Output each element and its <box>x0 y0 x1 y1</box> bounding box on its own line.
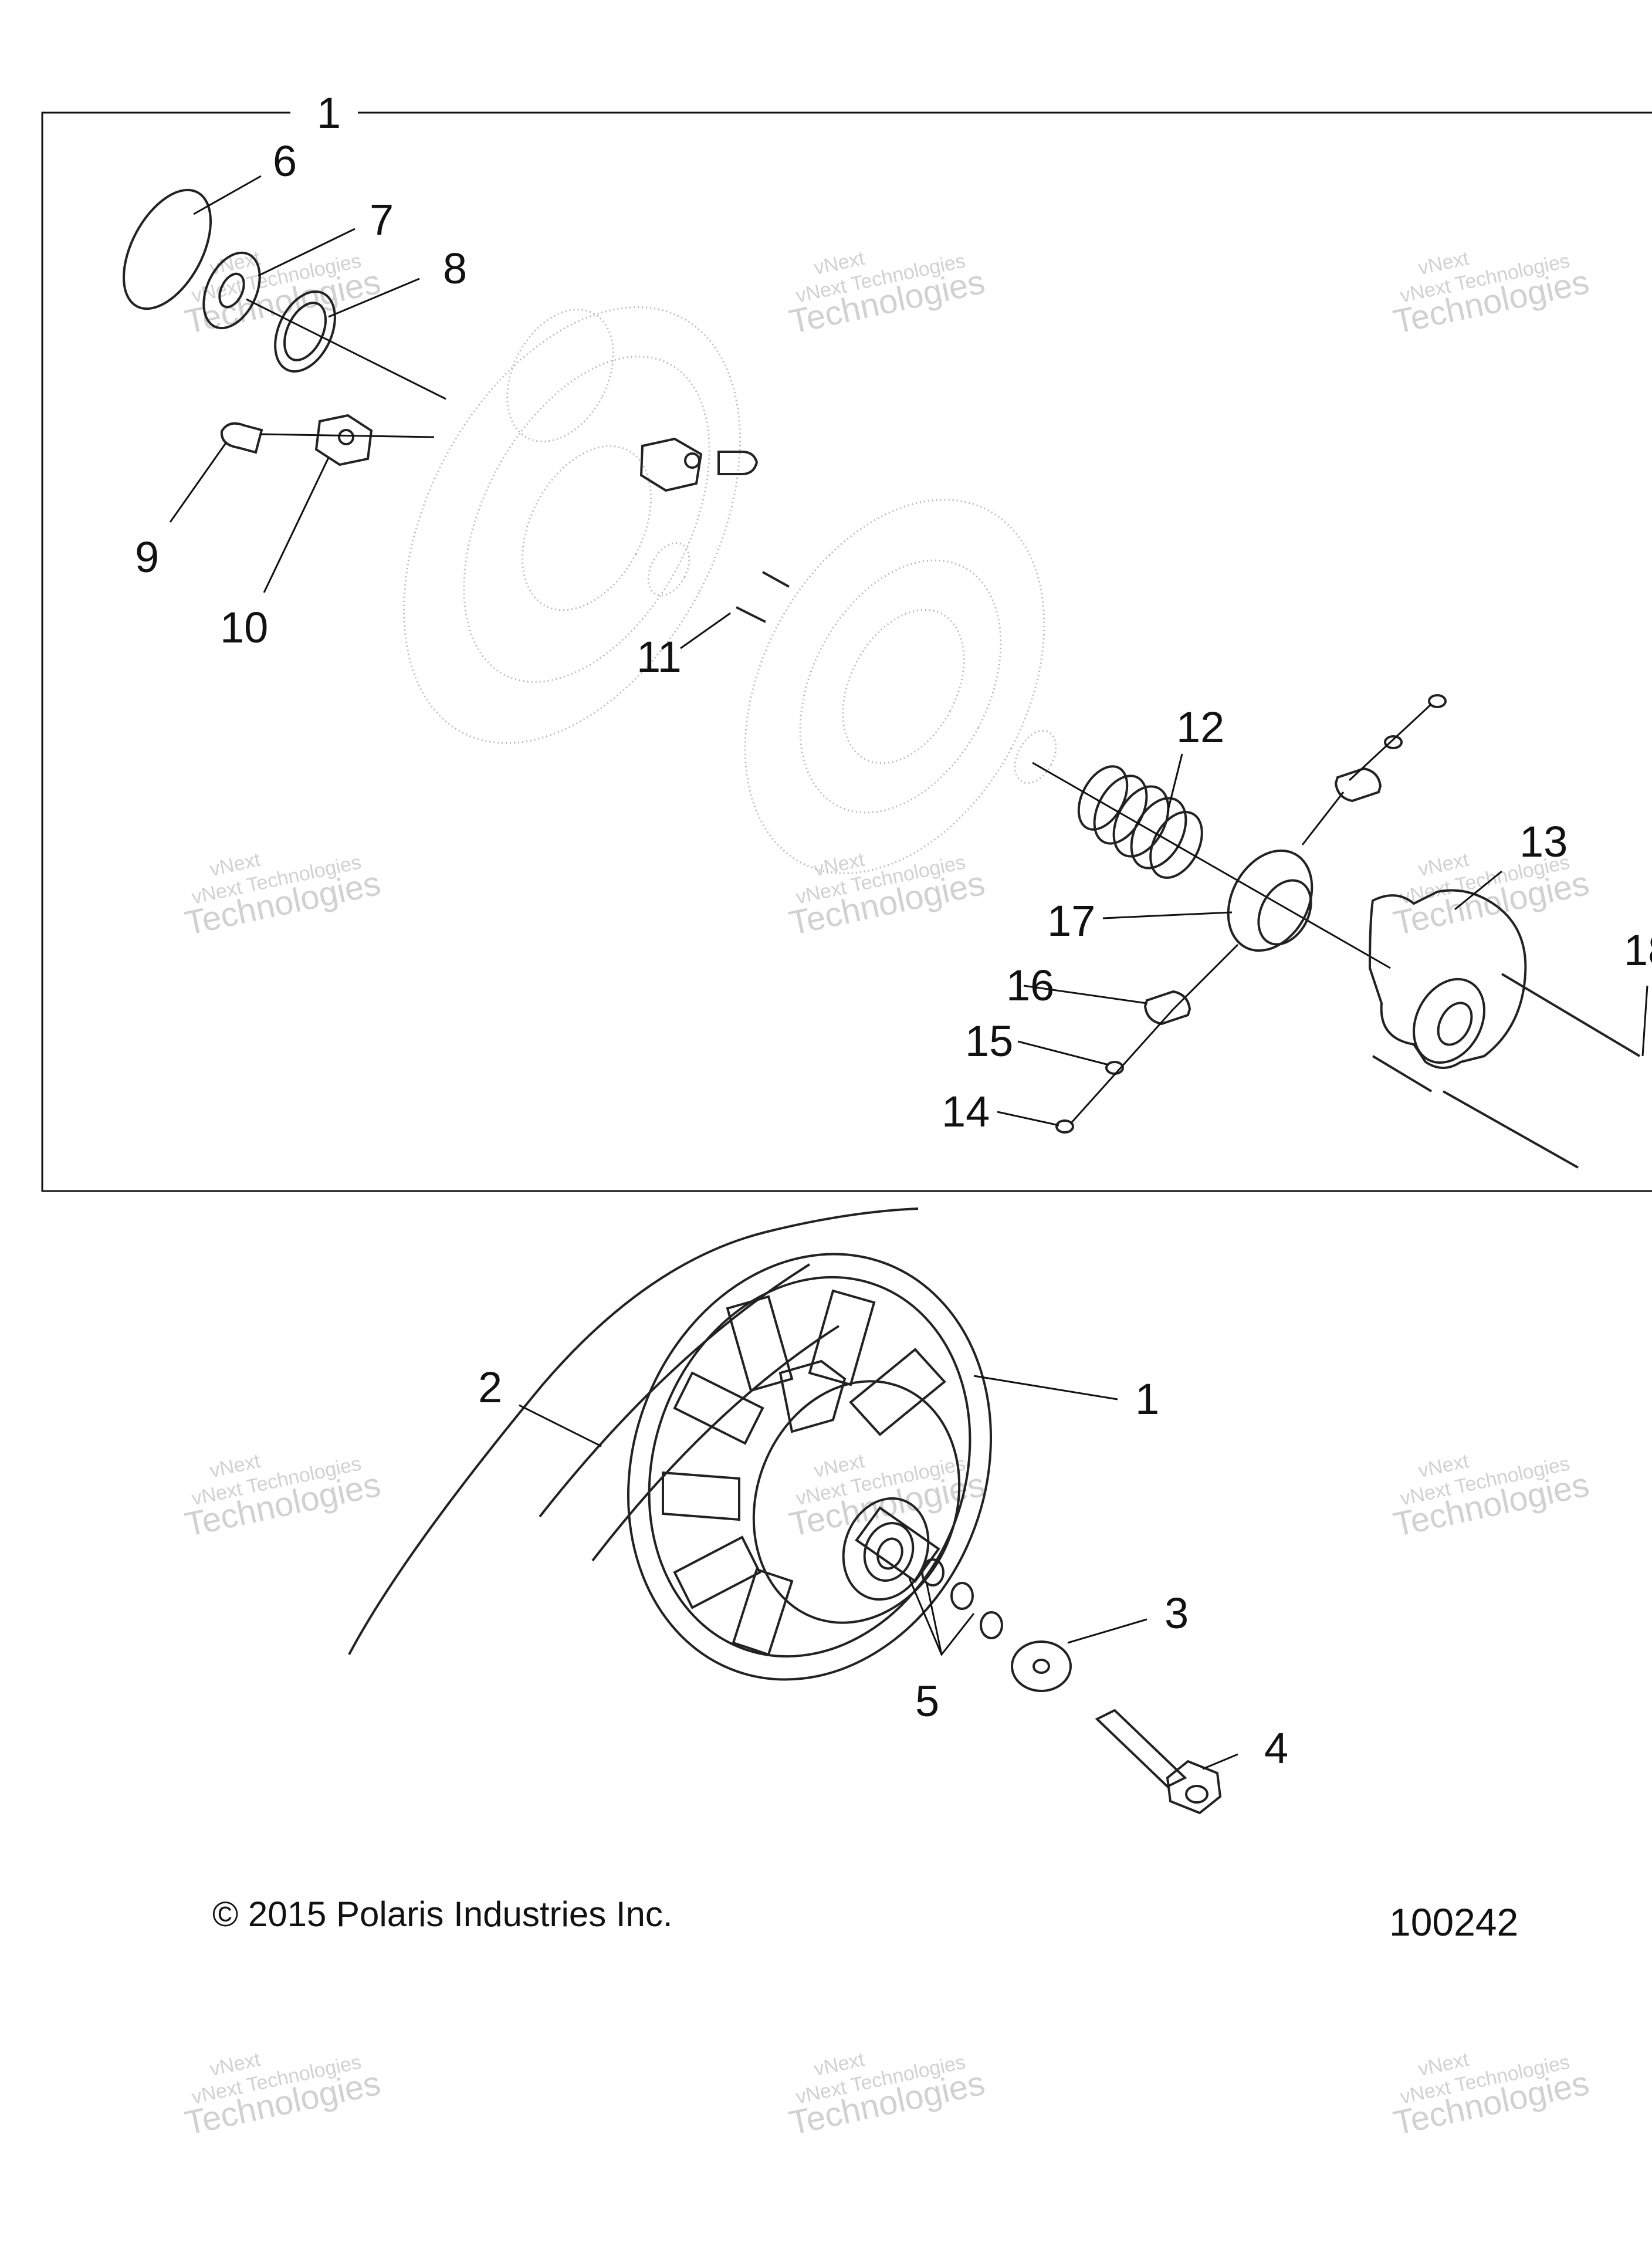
callout-14: 14 <box>942 1087 990 1136</box>
callout-17: 17 <box>1047 897 1095 945</box>
callout-6: 6 <box>273 137 297 185</box>
top-assembly-frame <box>41 111 1652 1192</box>
callout-2: 2 <box>478 1363 502 1412</box>
leader-lines <box>169 175 1648 1770</box>
watermark-layer: vNext vNext Technologies Technologies vN… <box>182 247 1593 2143</box>
dowel-pin-part <box>762 571 790 588</box>
roller-pin-part <box>220 422 263 454</box>
bearing-washer-part <box>202 251 261 330</box>
copyright-notice: © 2015 Polaris Industries Inc. <box>212 1895 673 1934</box>
callout-13: 13 <box>1519 817 1568 866</box>
callout-1-top: 1 <box>317 89 341 137</box>
sheave-spokes <box>662 1289 946 1656</box>
clutch-installed-view <box>348 1207 1222 1815</box>
drive-belt-part <box>348 1207 919 1655</box>
e-clip-part <box>1055 1119 1074 1134</box>
cam-hub-part <box>1172 791 1345 1010</box>
roller-part-upper <box>1334 767 1382 803</box>
callout-16: 16 <box>1006 961 1054 1010</box>
shim-washer-part <box>274 290 336 373</box>
slider-block-part <box>314 414 373 466</box>
callout-15: 15 <box>965 1017 1013 1065</box>
roller-part <box>1143 990 1191 1026</box>
callout-5: 5 <box>915 1677 939 1726</box>
figure-number: 100242 <box>1389 1900 1519 1944</box>
callout-12: 12 <box>1176 703 1224 752</box>
flange-bolt-part <box>1095 1709 1222 1815</box>
retaining-washer-part <box>1011 1640 1072 1692</box>
spring-part <box>1077 765 1203 879</box>
callout-7: 7 <box>370 195 394 244</box>
clutch-cam-cover <box>752 1380 961 1624</box>
fixed-sheave-ghost <box>647 499 1057 874</box>
snap-ring-part <box>123 188 212 310</box>
callout-labels: 1 6 7 8 9 10 11 12 13 17 16 15 14 18 2 1… <box>135 89 1652 1772</box>
callout-4: 4 <box>1264 1724 1288 1772</box>
callout-10: 10 <box>220 603 268 652</box>
clutch-exploded-view <box>123 188 1641 1169</box>
cover-screw-part <box>1501 973 1641 1057</box>
spacer-washer-part <box>921 1558 945 1586</box>
clutch-cover-part <box>1368 889 1527 1069</box>
callout-1-bottom: 1 <box>1135 1375 1159 1423</box>
callout-8: 8 <box>443 244 467 293</box>
callout-3: 3 <box>1164 1589 1189 1638</box>
moveable-sheave-ghost <box>403 306 741 744</box>
slider-block-part-2 <box>639 437 703 492</box>
callout-18: 18 <box>1624 926 1652 975</box>
callout-9: 9 <box>135 533 159 581</box>
driven-clutch-sheave <box>627 1253 993 1681</box>
callout-11: 11 <box>637 632 682 681</box>
